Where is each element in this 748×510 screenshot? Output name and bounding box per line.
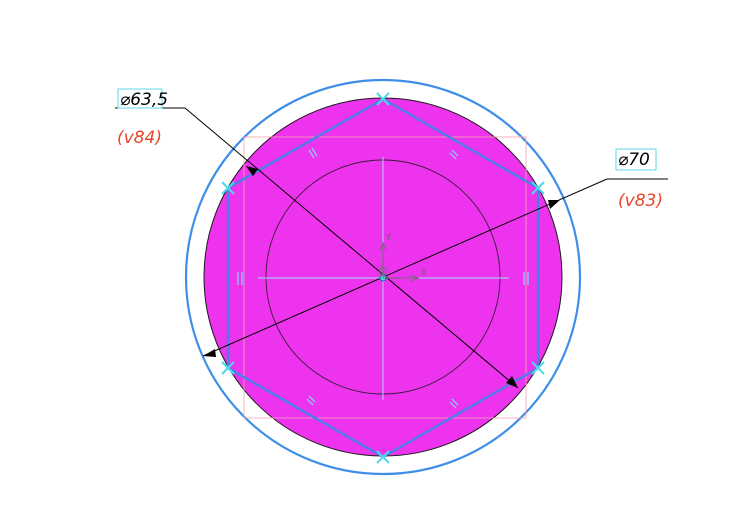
dimension-arrow-outer-end — [203, 349, 216, 357]
dimension-arrow-outer-start — [548, 200, 560, 209]
x-cross-icon[interactable] — [221, 92, 545, 464]
origin-axis-arrows — [379, 241, 420, 282]
dimension-variable-inner: (v84) — [117, 128, 162, 148]
dimension-variable-outer: (v83) — [618, 191, 663, 211]
axis-y-label: Y — [385, 233, 391, 242]
equal-length-constraint-icon — [237, 147, 529, 409]
axis-x-label: X — [421, 268, 427, 277]
dimension-value-inner[interactable]: ⌀63,5 — [120, 90, 168, 110]
dimension-line-outer[interactable] — [202, 178, 668, 357]
label-frame-inner — [117, 88, 163, 109]
dimension-arrow-inner-start — [246, 166, 258, 176]
label-frame-outer — [615, 148, 657, 171]
dimension-arrow-inner-end — [506, 376, 518, 388]
dimension-value-outer[interactable]: ⌀70 — [618, 150, 650, 170]
outer-circle[interactable] — [184, 78, 582, 476]
bounding-rectangle — [243, 136, 527, 419]
